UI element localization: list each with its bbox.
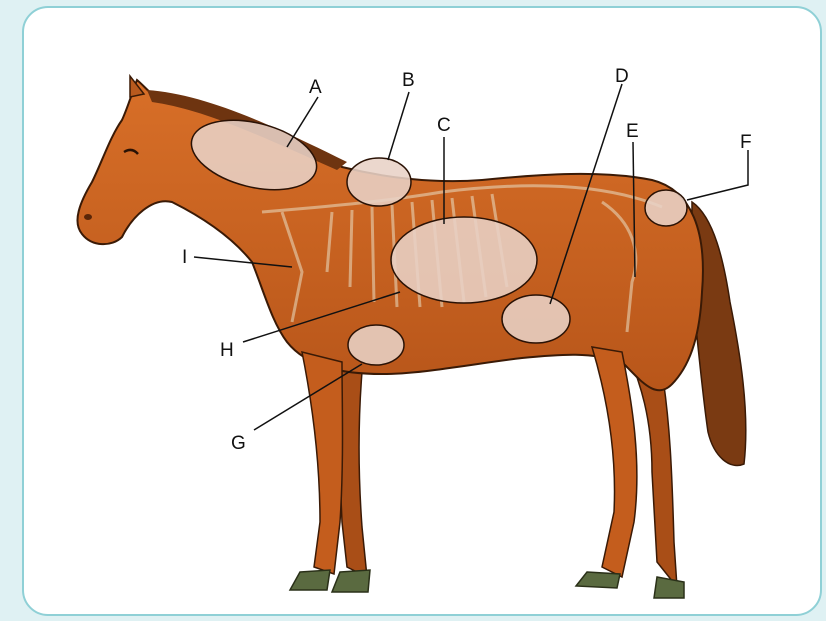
- region-f: [645, 190, 687, 226]
- nostril: [84, 214, 92, 220]
- region-g: [348, 325, 404, 365]
- label-d: D: [615, 66, 629, 87]
- label-e: E: [626, 121, 639, 142]
- label-a: A: [309, 77, 322, 98]
- region-b: [347, 158, 411, 206]
- hooves: [290, 570, 684, 598]
- label-f: F: [740, 132, 752, 153]
- label-c: C: [437, 115, 451, 136]
- diagram-frame: A B C D E F G H I: [22, 6, 822, 616]
- region-d: [502, 295, 570, 343]
- label-i: I: [182, 247, 187, 268]
- label-b: B: [402, 70, 415, 91]
- region-c: [391, 217, 537, 303]
- horse-diagram: A B C D E F G H I: [22, 6, 822, 616]
- label-h: H: [220, 340, 234, 361]
- label-g: G: [231, 433, 246, 454]
